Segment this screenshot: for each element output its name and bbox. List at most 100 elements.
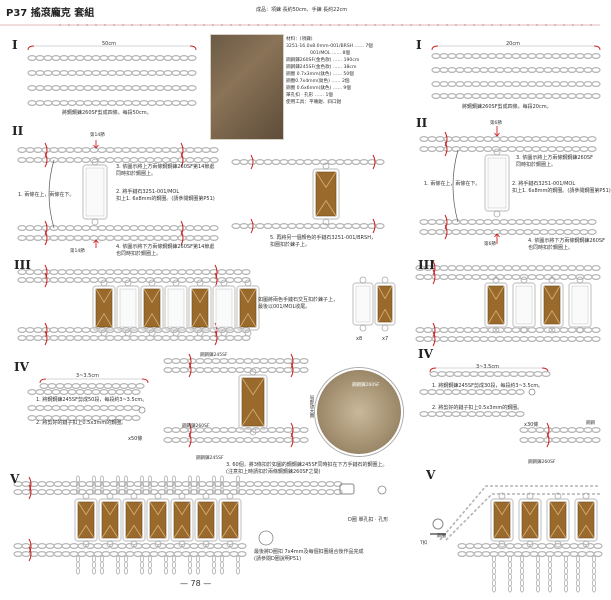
step-i-chain [27, 69, 197, 76]
chain-link [559, 336, 569, 343]
step-iv-zoom-label: 局部放大圖 [309, 395, 314, 418]
header-dot [328, 23, 332, 27]
chain-link [137, 235, 147, 242]
header-dot [112, 23, 116, 27]
chain-link [519, 573, 525, 581]
chain-link [227, 437, 237, 444]
chain-link [163, 427, 173, 434]
chain-link [99, 84, 109, 91]
chain-link [41, 157, 51, 164]
chain-link [551, 437, 561, 444]
chain-link [123, 99, 133, 106]
chain-link [275, 437, 285, 444]
chain-link [107, 84, 117, 91]
chain-link [503, 327, 513, 334]
jump-ring [244, 279, 252, 287]
chain-link [195, 437, 205, 444]
r-step-ii-note-3: 3. 依圖示將上方兩條鋼鋼鍊260SF 同時扣於鋼圈上。 [516, 155, 593, 168]
chain-link [591, 579, 597, 587]
chain-link [83, 69, 93, 76]
chain-link [75, 561, 81, 569]
header-dot [382, 23, 386, 27]
step-v-fringe-top [99, 475, 105, 495]
step-iv-zoom-chain: 鋼鋼鍊260SF [352, 383, 380, 388]
chain-link [121, 269, 131, 276]
step-iv-short-chain [27, 415, 141, 422]
chain-link [551, 336, 561, 343]
cut-mark [432, 322, 436, 338]
chain-link [179, 69, 189, 76]
step-iv-chain-top [163, 358, 309, 365]
chain-link [65, 277, 75, 284]
chain-link [551, 66, 561, 73]
chain-link [447, 80, 457, 87]
chain-link [37, 542, 47, 549]
chain-link [185, 277, 195, 284]
cut-mark [444, 224, 448, 240]
r-step-v-crystal [574, 492, 598, 548]
chain-link [431, 52, 441, 59]
chain-link [83, 389, 93, 396]
jump-ring [154, 540, 162, 548]
chain-link [423, 327, 433, 334]
chain-link [51, 99, 61, 106]
chain-link [491, 136, 501, 143]
step-v-crystal [98, 492, 122, 548]
chain-link [51, 389, 61, 396]
chain-link [97, 235, 107, 242]
chain-link [193, 225, 203, 232]
r-step-iv-short-chain [419, 389, 525, 396]
chain-link [503, 80, 513, 87]
chain-link [41, 269, 51, 276]
chain-link [195, 487, 201, 495]
r-step-v-clasp-tag: T扣 [420, 541, 428, 546]
stone-facet [149, 501, 167, 539]
chain-link [475, 411, 485, 418]
chain-link [523, 219, 533, 226]
chain-link [203, 437, 213, 444]
chain-link [503, 274, 513, 281]
chain-link [209, 157, 219, 164]
chain-link [187, 555, 193, 563]
step-iv-short-chain [39, 383, 145, 390]
chain-link [583, 66, 593, 73]
step-iii-sample-clear [352, 276, 374, 332]
header-dot [589, 23, 593, 27]
chain-link [579, 229, 589, 236]
chain-link [351, 223, 361, 230]
step-ii-chain-bottom [17, 235, 219, 242]
chain-link [195, 358, 205, 365]
chain-link [171, 427, 181, 434]
chain-link [459, 229, 469, 236]
r-step-iii-crystal [568, 276, 592, 334]
cut-mark [44, 142, 48, 158]
chain-link [89, 235, 99, 242]
chain-link [255, 223, 265, 230]
r-step-iv-chain-right: 鋼鋼 [586, 421, 595, 426]
jump-ring [154, 492, 162, 500]
chain-link [127, 383, 137, 390]
chain-link [591, 336, 601, 343]
chain-link [467, 229, 477, 236]
chain-link [519, 265, 529, 272]
chain-link [499, 411, 509, 418]
step-v-chain-bottom [13, 550, 247, 557]
chain-link [169, 225, 179, 232]
chain-link [27, 84, 37, 91]
chain-link [125, 550, 135, 557]
cut-mark [546, 432, 550, 448]
chain-link [17, 335, 27, 342]
cut-mark [28, 546, 32, 562]
stone-body [315, 171, 337, 217]
chain-link [583, 265, 593, 272]
chain-link [591, 80, 601, 87]
chain-link [59, 54, 69, 61]
chain-link [567, 52, 577, 59]
chain-link [73, 157, 83, 164]
chain-link [187, 561, 193, 569]
chain-link [25, 225, 35, 232]
jump-ring [220, 279, 228, 287]
chain-link [459, 389, 469, 396]
chain-link [201, 147, 211, 154]
arrow-head [93, 144, 99, 149]
